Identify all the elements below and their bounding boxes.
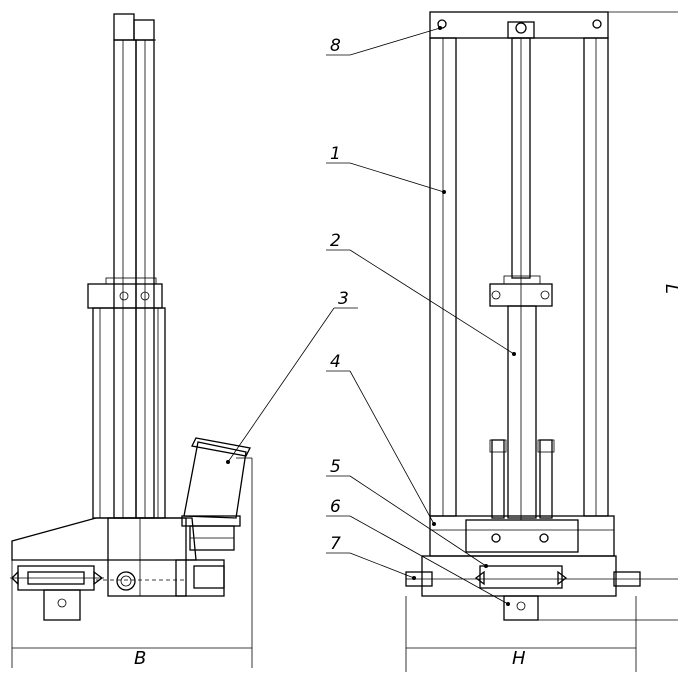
callout-8: 8: [326, 26, 442, 56]
dimension-h-label: H: [512, 648, 526, 669]
callout-4: 4: [326, 352, 436, 526]
callout-1-label: 1: [330, 144, 341, 164]
callout-5-label: 5: [330, 457, 341, 477]
callout-8-label: 8: [330, 36, 341, 56]
callout-5: 5: [326, 457, 488, 568]
callout-3-label: 3: [338, 289, 349, 309]
callout-7-label: 7: [330, 534, 341, 554]
callout-6: 6: [326, 497, 510, 606]
side-view: B: [10, 13, 253, 669]
callout-2-label: 2: [330, 231, 341, 251]
callout-7: 7: [326, 534, 416, 580]
front-view: H L: [405, 11, 678, 672]
side-motor: [175, 437, 251, 597]
callout-6-label: 6: [330, 497, 341, 517]
callout-1: 1: [326, 144, 446, 194]
dimension-l-label: L: [661, 284, 678, 294]
front-sprocket: [474, 565, 568, 589]
callout-2: 2: [326, 231, 516, 356]
callout-4-label: 4: [330, 352, 341, 372]
dimension-b-label: B: [134, 648, 146, 669]
callout-3: 3: [226, 289, 358, 464]
callouts: 8 1 2 3 4 5: [226, 26, 516, 606]
side-sprocket: [10, 565, 104, 591]
